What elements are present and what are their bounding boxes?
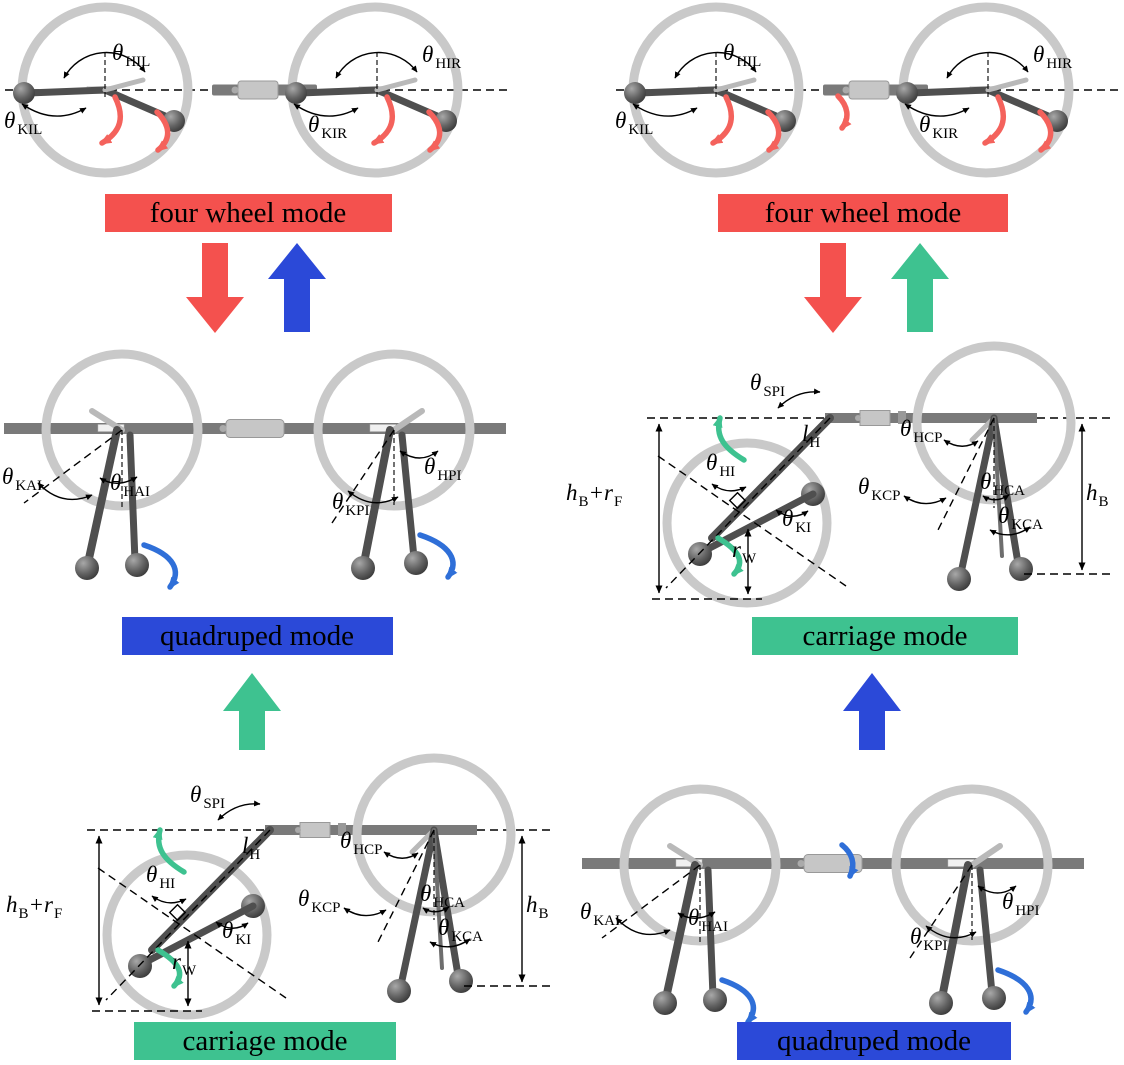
mode-banner-label: quadruped mode xyxy=(160,620,354,652)
mode-banner-label: carriage mode xyxy=(802,620,967,652)
panel-right-carriage xyxy=(566,346,1114,603)
transition-arrow-up-green-left xyxy=(223,673,281,750)
rotation-arrow-red-center xyxy=(835,93,852,131)
mode-banner-label: four wheel mode xyxy=(765,197,962,229)
mode-banner-quadruped-right: quadruped mode xyxy=(737,1022,1011,1060)
mode-banner-rect xyxy=(737,1022,1011,1060)
mode-banner-rect xyxy=(134,1022,396,1060)
transition-arrow-down-red-left xyxy=(186,243,244,333)
mode-banner-four-wheel-right: four wheel mode xyxy=(718,194,1008,232)
mode-banner-label: four wheel mode xyxy=(150,197,347,229)
mode-banner-quadruped-left: quadruped mode xyxy=(122,617,393,655)
panel-left-carriage xyxy=(6,758,554,1015)
transition-arrow-up-blue-left xyxy=(268,243,326,332)
panel-right-four-wheel xyxy=(615,7,1118,173)
rotation-arrow-blue-center xyxy=(839,842,859,879)
transition-arrow-up-blue-right xyxy=(843,673,901,750)
mode-banner-four-wheel-left: four wheel mode xyxy=(105,194,392,232)
mode-banner-rect xyxy=(718,194,1008,232)
transition-arrow-down-red-right xyxy=(804,243,862,333)
mode-banner-rect xyxy=(752,617,1018,655)
mode-banner-carriage-left: carriage mode xyxy=(134,1022,396,1060)
mode-banner-label: quadruped mode xyxy=(777,1025,971,1057)
panel-left-four-wheel xyxy=(4,7,507,173)
panel-right-quadruped xyxy=(580,789,1084,1022)
transition-arrow-up-green-right xyxy=(891,243,949,332)
mode-banner-label: carriage mode xyxy=(182,1025,347,1057)
mode-banner-rect xyxy=(105,194,392,232)
panel-left-quadruped xyxy=(2,354,506,587)
mode-banner-carriage-right: carriage mode xyxy=(752,617,1018,655)
mode-banner-rect xyxy=(122,617,393,655)
